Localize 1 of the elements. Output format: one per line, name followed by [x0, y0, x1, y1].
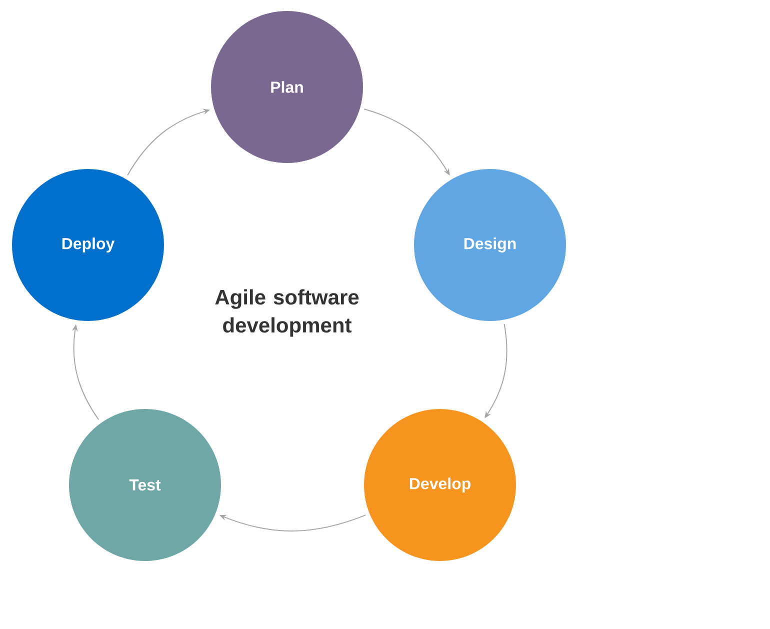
center-label: Agile software development	[215, 289, 359, 337]
